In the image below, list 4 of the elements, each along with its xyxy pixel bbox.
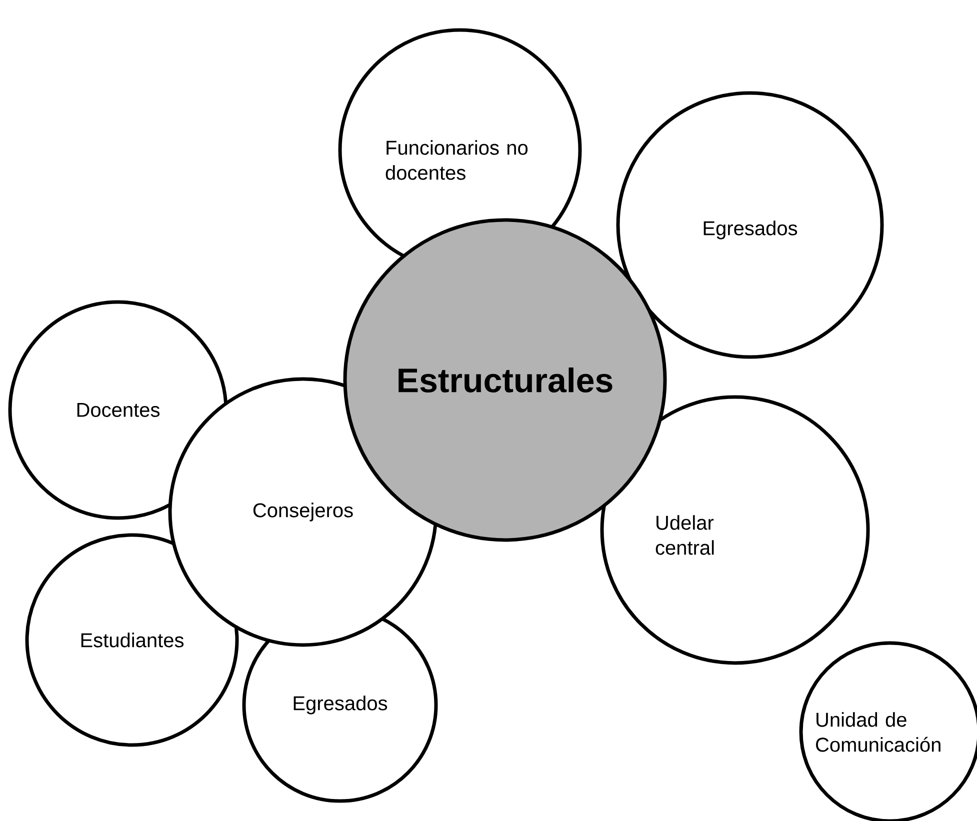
circle-node: Egresados (616, 91, 884, 359)
circle-node: Estudiantes (25, 533, 239, 747)
circle-node: Udelar central (600, 395, 870, 665)
circle-node: Docentes (8, 300, 228, 520)
